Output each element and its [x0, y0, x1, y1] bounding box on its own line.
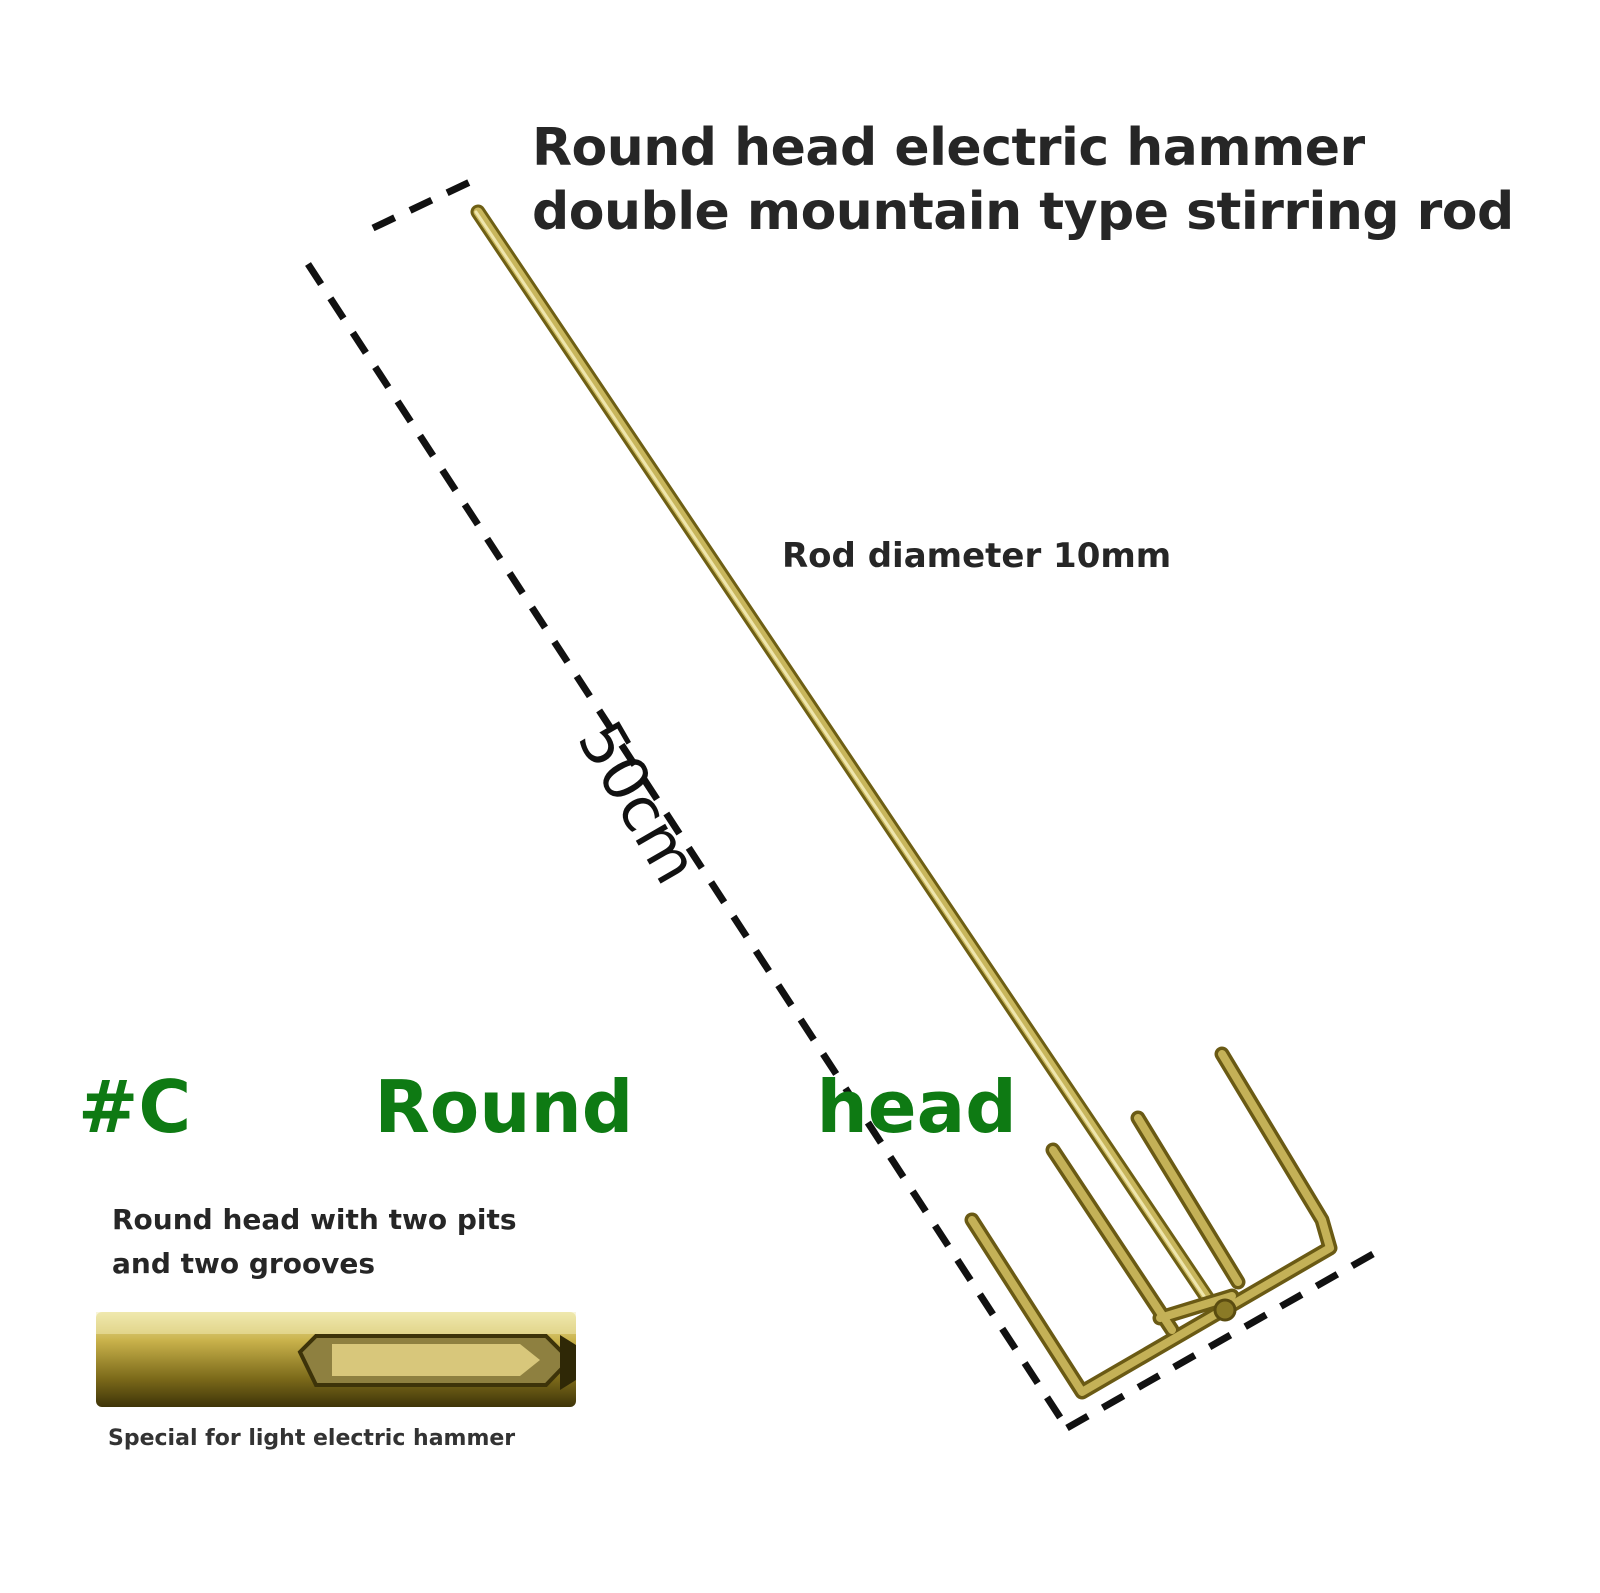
- special-note: Special for light electric hammer: [108, 1426, 516, 1451]
- title-line-2: double mountain type stirring rod: [532, 182, 1514, 242]
- mixing-head: [964, 1046, 1338, 1400]
- title-line-1: Round head electric hammer: [532, 118, 1365, 178]
- top-end-dimension-line: [371, 177, 474, 232]
- product-title: Round head electric hammer double mounta…: [532, 116, 1514, 244]
- length-dimension-line: [305, 262, 1070, 1430]
- dimension-lines: [305, 177, 1382, 1432]
- stirring-rod: [470, 204, 1220, 1313]
- head-description: Round head with two pits and two grooves: [112, 1203, 517, 1280]
- rod-diameter-label: Rod diameter 10mm: [782, 536, 1172, 576]
- round-head-shank-photo: [96, 1312, 576, 1407]
- variant-label: #C Round head: [78, 1065, 1017, 1149]
- bottom-end-dimension-line: [1065, 1246, 1382, 1432]
